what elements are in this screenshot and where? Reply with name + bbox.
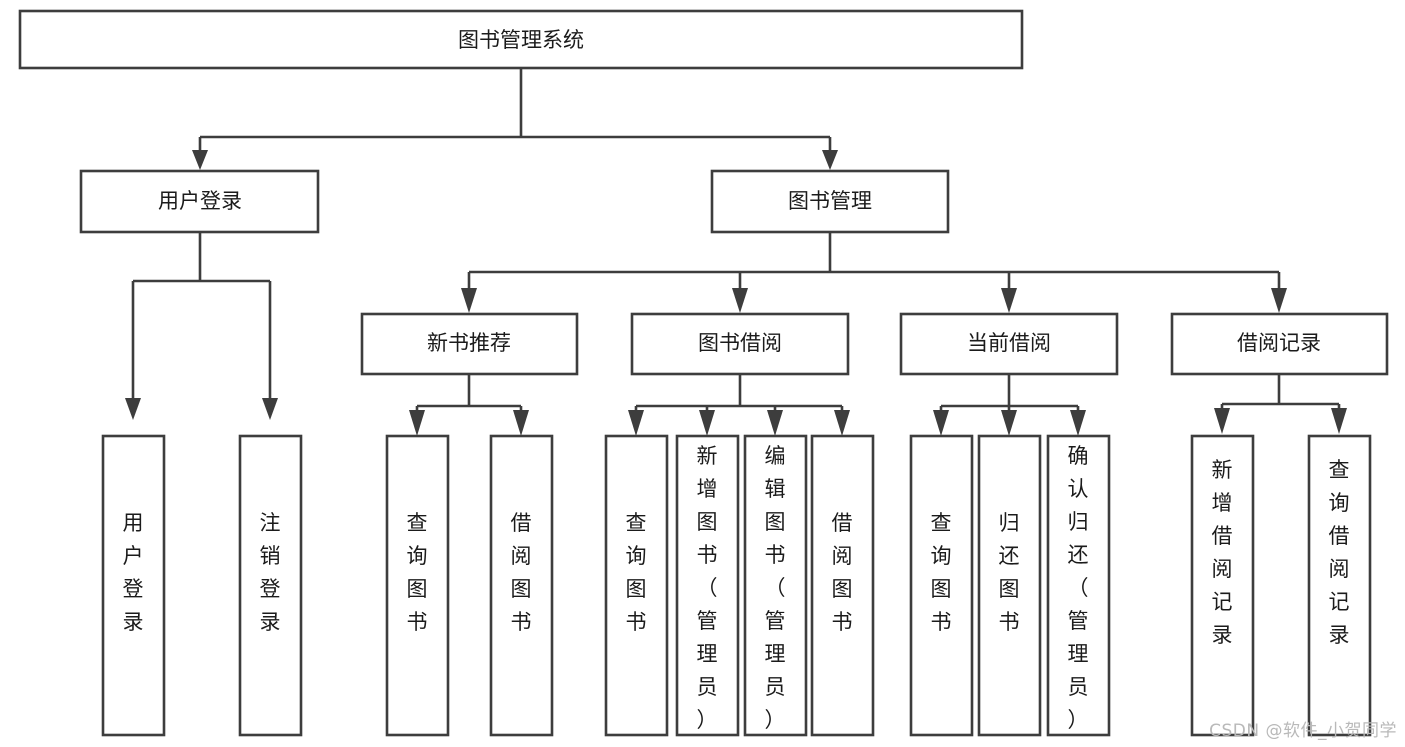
node-current-borrow-box[interactable] [899, 312, 1119, 376]
node-leaf-user-login-box[interactable] [101, 434, 166, 737]
node-root[interactable]: 图书管理系统 [18, 9, 1024, 70]
node-leaf-return-book-box[interactable] [977, 434, 1042, 737]
node-leaf-return-book-label: 归还图书 [999, 511, 1020, 634]
node-book-management-box[interactable] [710, 169, 950, 234]
node-user-login[interactable]: 用户登录 [79, 169, 320, 234]
node-leaf-logout-login[interactable]: 注销登录 [238, 434, 303, 737]
node-leaf-edit-book-box[interactable] [743, 434, 808, 737]
node-leaf-borrow-book-1[interactable]: 借阅图书 [489, 434, 554, 737]
arrow-head-leaf-confirm-return [1070, 410, 1086, 436]
connector-group-user-login [125, 232, 278, 420]
node-leaf-add-record-box[interactable] [1190, 434, 1255, 737]
node-leaf-return-book[interactable]: 归还图书 [977, 434, 1042, 737]
node-user-login-label: 用户登录 [158, 189, 242, 213]
node-leaf-add-book-box[interactable] [675, 434, 740, 737]
node-leaf-query-book-2-box[interactable] [604, 434, 669, 737]
arrow-head-leaf-borrow-book-1 [513, 410, 529, 436]
connector-group-current-borrow [933, 374, 1086, 436]
node-new-book-recommend[interactable]: 新书推荐 [360, 312, 579, 376]
node-current-borrow-label: 当前借阅 [967, 331, 1051, 355]
node-user-login-box[interactable] [79, 169, 320, 234]
node-leaf-query-book-2-label: 查询图书 [626, 511, 647, 634]
connector-group-book-borrow [628, 374, 850, 436]
node-leaf-add-record-label: 新增借阅记录 [1212, 458, 1233, 647]
node-book-management[interactable]: 图书管理 [710, 169, 950, 234]
arrow-head-leaf-add-record [1214, 408, 1230, 434]
arrow-head-book-borrow [732, 288, 748, 313]
node-leaf-add-book[interactable]: 新增图书（管理员） [675, 434, 740, 737]
connector-group-book-management [461, 232, 1287, 313]
arrow-head-leaf-logout-login [262, 398, 278, 420]
node-leaf-query-book-1-box[interactable] [385, 434, 450, 737]
node-root-label: 图书管理系统 [458, 28, 584, 52]
arrow-head-leaf-query-book-1 [409, 410, 425, 436]
arrow-head-leaf-query-record [1331, 408, 1347, 434]
node-leaf-edit-book-label: 编辑图书（管理员） [765, 444, 786, 732]
connector-group-new-book-recommend [409, 374, 529, 436]
node-borrow-record-label: 借阅记录 [1237, 331, 1321, 355]
arrow-head-leaf-add-book [699, 410, 715, 436]
node-leaf-query-record-box[interactable] [1307, 434, 1372, 737]
node-leaf-logout-login-label: 注销登录 [260, 511, 281, 634]
arrow-head-user-login [192, 150, 208, 170]
arrow-head-new-book-recommend [461, 288, 477, 313]
connector-group-root [192, 68, 838, 170]
node-new-book-recommend-label: 新书推荐 [427, 331, 511, 355]
arrow-head-book-management [822, 150, 838, 170]
node-book-borrow[interactable]: 图书借阅 [630, 312, 850, 376]
arrow-head-leaf-query-book-3 [933, 410, 949, 436]
node-leaf-add-book-label: 新增图书（管理员） [697, 444, 718, 732]
node-leaf-borrow-book-2[interactable]: 借阅图书 [810, 434, 875, 737]
node-book-borrow-box[interactable] [630, 312, 850, 376]
node-leaf-borrow-book-2-box[interactable] [810, 434, 875, 737]
arrow-head-current-borrow [1001, 288, 1017, 313]
node-leaf-confirm-return-label: 确认归还（管理员） [1068, 444, 1089, 732]
node-leaf-user-login[interactable]: 用户登录 [101, 434, 166, 737]
node-leaf-add-record[interactable]: 新增借阅记录 [1190, 434, 1255, 737]
arrow-head-borrow-record [1271, 288, 1287, 313]
arrow-head-leaf-return-book [1001, 410, 1017, 436]
node-leaf-query-book-3-box[interactable] [909, 434, 974, 737]
node-leaf-edit-book[interactable]: 编辑图书（管理员） [743, 434, 808, 737]
node-leaf-user-login-label: 用户登录 [123, 511, 144, 634]
arrow-head-leaf-borrow-book-2 [834, 410, 850, 436]
node-borrow-record-box[interactable] [1170, 312, 1389, 376]
node-leaf-query-book-1[interactable]: 查询图书 [385, 434, 450, 737]
node-leaf-query-record[interactable]: 查询借阅记录 [1307, 434, 1372, 737]
node-book-borrow-label: 图书借阅 [698, 331, 782, 355]
node-leaf-borrow-book-1-box[interactable] [489, 434, 554, 737]
node-book-management-label: 图书管理 [788, 189, 872, 213]
node-leaf-query-book-1-label: 查询图书 [407, 511, 428, 634]
node-leaf-borrow-book-2-label: 借阅图书 [832, 511, 853, 634]
node-leaf-query-book-3[interactable]: 查询图书 [909, 434, 974, 737]
arrow-head-leaf-edit-book [767, 410, 783, 436]
arrow-head-leaf-query-book-2 [628, 410, 644, 436]
node-leaf-logout-login-box[interactable] [238, 434, 303, 737]
node-new-book-recommend-box[interactable] [360, 312, 579, 376]
node-borrow-record[interactable]: 借阅记录 [1170, 312, 1389, 376]
node-leaf-query-book-2[interactable]: 查询图书 [604, 434, 669, 737]
node-root-box[interactable] [18, 9, 1024, 70]
arrow-head-leaf-user-login [125, 398, 141, 420]
node-current-borrow[interactable]: 当前借阅 [899, 312, 1119, 376]
node-leaf-query-record-label: 查询借阅记录 [1329, 458, 1350, 647]
node-leaf-confirm-return-box[interactable] [1046, 434, 1111, 737]
connector-group-borrow-record [1214, 374, 1347, 434]
node-leaf-confirm-return[interactable]: 确认归还（管理员） [1046, 434, 1111, 737]
node-leaf-query-book-3-label: 查询图书 [931, 511, 952, 634]
node-leaf-borrow-book-1-label: 借阅图书 [511, 511, 532, 634]
